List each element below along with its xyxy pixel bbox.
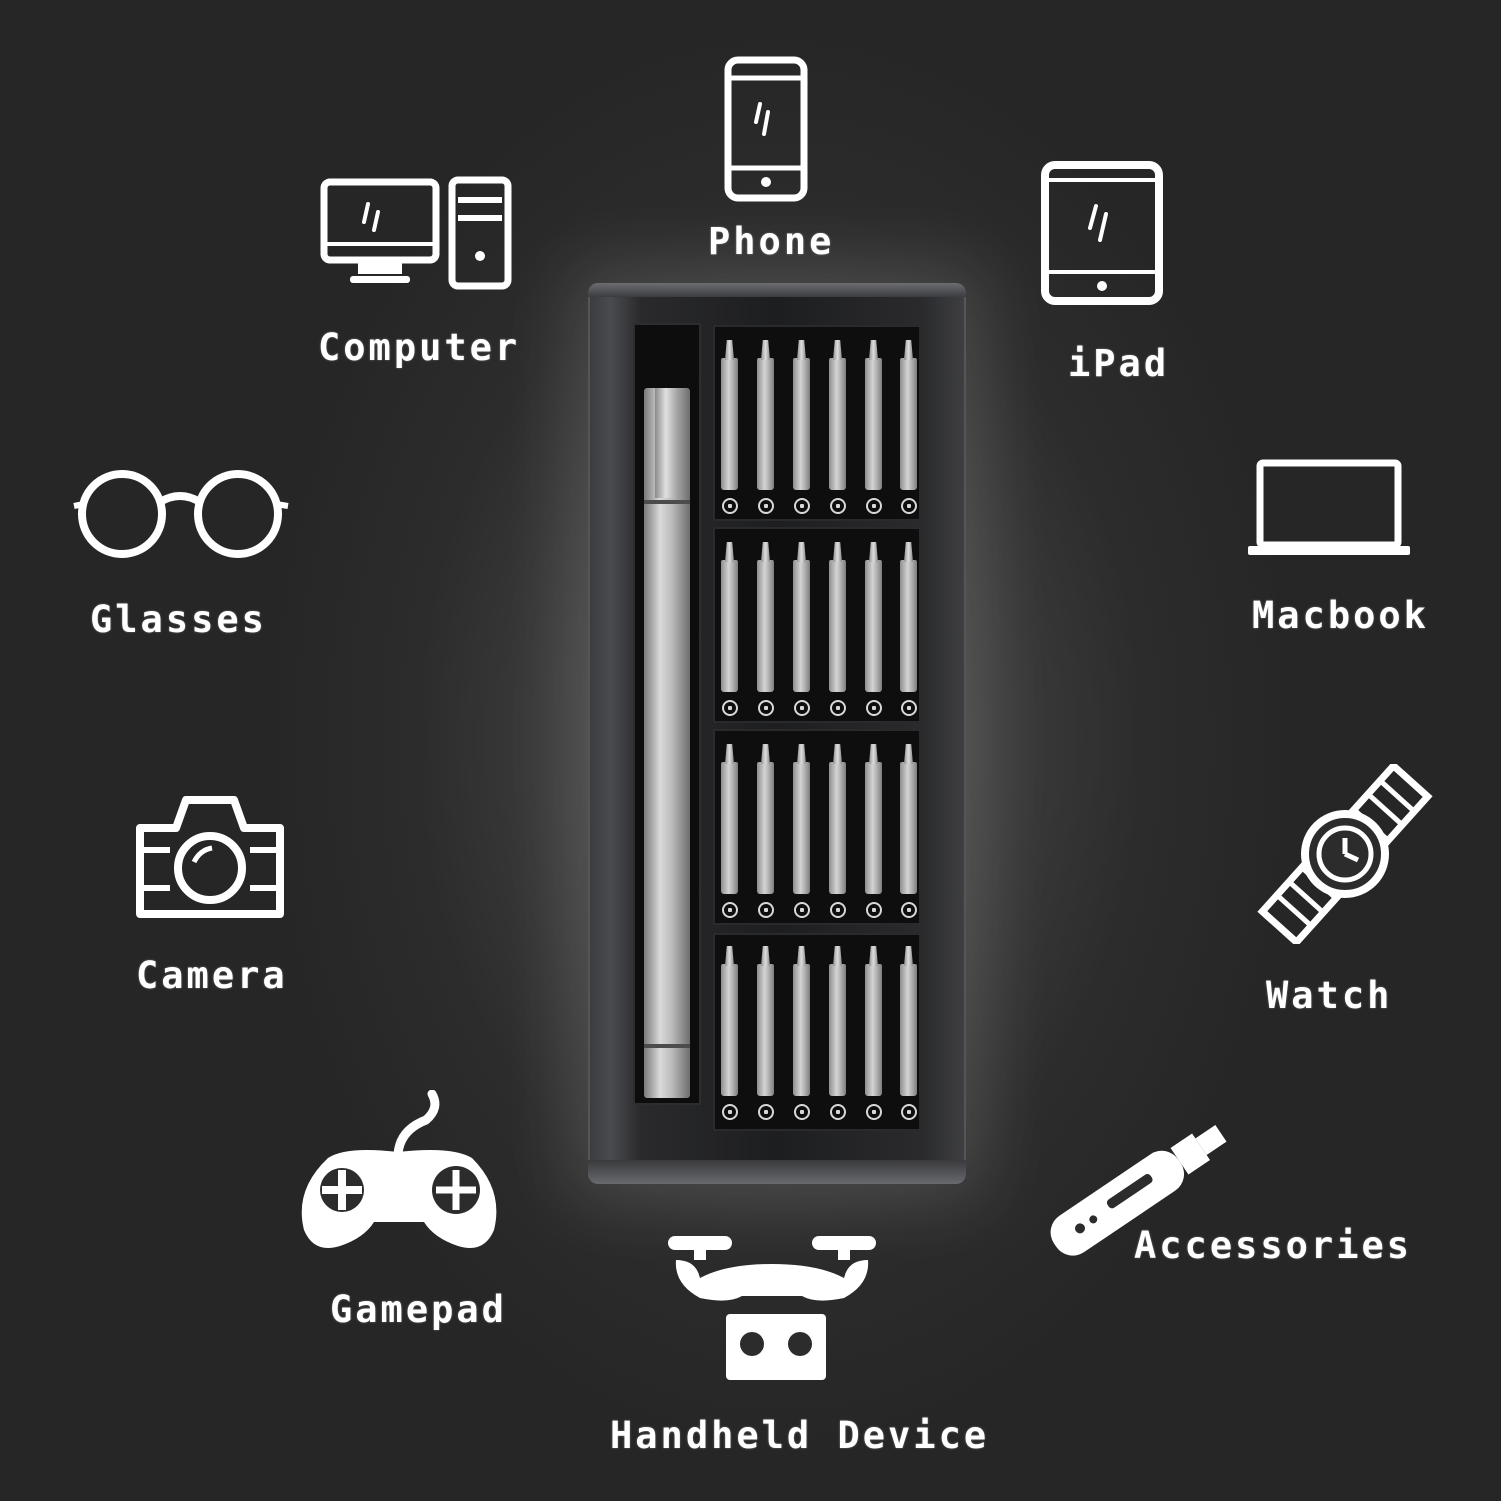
bit-type-icon: [901, 700, 917, 716]
screwdriver-bit: [793, 762, 810, 894]
screwdriver-bit: [829, 762, 846, 894]
bit-type-icon: [722, 498, 738, 514]
screwdriver-bit: [900, 964, 917, 1096]
screwdriver-bit: [757, 358, 774, 490]
screwdriver-bit: [865, 762, 882, 894]
glasses-icon: [70, 470, 292, 560]
label-glasses: Glasses: [90, 598, 267, 641]
screwdriver-bit: [900, 762, 917, 894]
gamepad-icon: [294, 1090, 504, 1254]
screwdriver-bit: [793, 964, 810, 1096]
bit-type-icon: [758, 700, 774, 716]
screwdriver-bit: [721, 762, 738, 894]
bit-type-icon: [722, 700, 738, 716]
bit-type-icon: [830, 700, 846, 716]
bit-type-icon: [830, 902, 846, 918]
bit-type-icon: [866, 498, 882, 514]
bit-type-icon: [794, 700, 810, 716]
label-phone: Phone: [708, 220, 835, 263]
label-watch: Watch: [1266, 974, 1393, 1017]
handle-band: [644, 500, 690, 504]
screwdriver-bit: [757, 762, 774, 894]
screwdriver-bit: [829, 358, 846, 490]
handle-band: [644, 1044, 690, 1048]
bit-row-section: [713, 933, 921, 1131]
bit-type-icon: [901, 902, 917, 918]
label-macbook: Macbook: [1252, 594, 1429, 637]
ipad-icon: [1040, 160, 1164, 306]
bit-type-icon: [758, 1104, 774, 1120]
macbook-icon: [1246, 458, 1412, 558]
screwdriver-shaft: [655, 388, 679, 498]
label-computer: Computer: [318, 326, 521, 369]
computer-icon: [320, 176, 512, 292]
drone-icon: [666, 1232, 878, 1384]
watch-icon: [1252, 764, 1438, 944]
screwdriver-bit: [865, 358, 882, 490]
accessories-icon: [1040, 1104, 1236, 1260]
bit-type-icon: [866, 1104, 882, 1120]
case-lid-edge: [588, 283, 966, 297]
screwdriver-bit: [900, 358, 917, 490]
bit-type-icon: [866, 902, 882, 918]
bit-type-icon: [758, 902, 774, 918]
phone-icon: [724, 56, 808, 202]
bit-type-icon: [722, 902, 738, 918]
case-bottom-edge: [588, 1160, 966, 1184]
label-accessories: Accessories: [1134, 1224, 1413, 1267]
bit-type-icon: [794, 498, 810, 514]
screwdriver-bit: [865, 560, 882, 692]
screwdriver-bit: [757, 560, 774, 692]
bit-type-icon: [794, 1104, 810, 1120]
screwdriver-bit: [721, 560, 738, 692]
label-camera: Camera: [136, 954, 288, 997]
label-gamepad: Gamepad: [330, 1288, 507, 1331]
bit-type-icon: [866, 700, 882, 716]
screwdriver-bit: [793, 358, 810, 490]
screwdriver-bit: [865, 964, 882, 1096]
bit-type-icon: [722, 1104, 738, 1120]
bit-type-icon: [901, 1104, 917, 1120]
screwdriver-bit: [900, 560, 917, 692]
screwdriver-bit: [793, 560, 810, 692]
bit-row-section: [713, 527, 921, 723]
bit-type-icon: [758, 498, 774, 514]
label-handheld-device: Handheld Device: [610, 1414, 990, 1457]
screwdriver-bit: [721, 964, 738, 1096]
bit-row-section: [713, 729, 921, 925]
bit-row-section: [713, 325, 921, 521]
bit-type-icon: [830, 498, 846, 514]
screwdriver-bit: [757, 964, 774, 1096]
bit-type-icon: [794, 902, 810, 918]
screwdriver-handle: [644, 388, 690, 1098]
bit-type-icon: [901, 498, 917, 514]
bit-type-icon: [830, 1104, 846, 1120]
label-ipad: iPad: [1068, 342, 1170, 385]
camera-icon: [134, 792, 286, 920]
screwdriver-bit: [721, 358, 738, 490]
screwdriver-bit: [829, 964, 846, 1096]
screwdriver-bit: [829, 560, 846, 692]
